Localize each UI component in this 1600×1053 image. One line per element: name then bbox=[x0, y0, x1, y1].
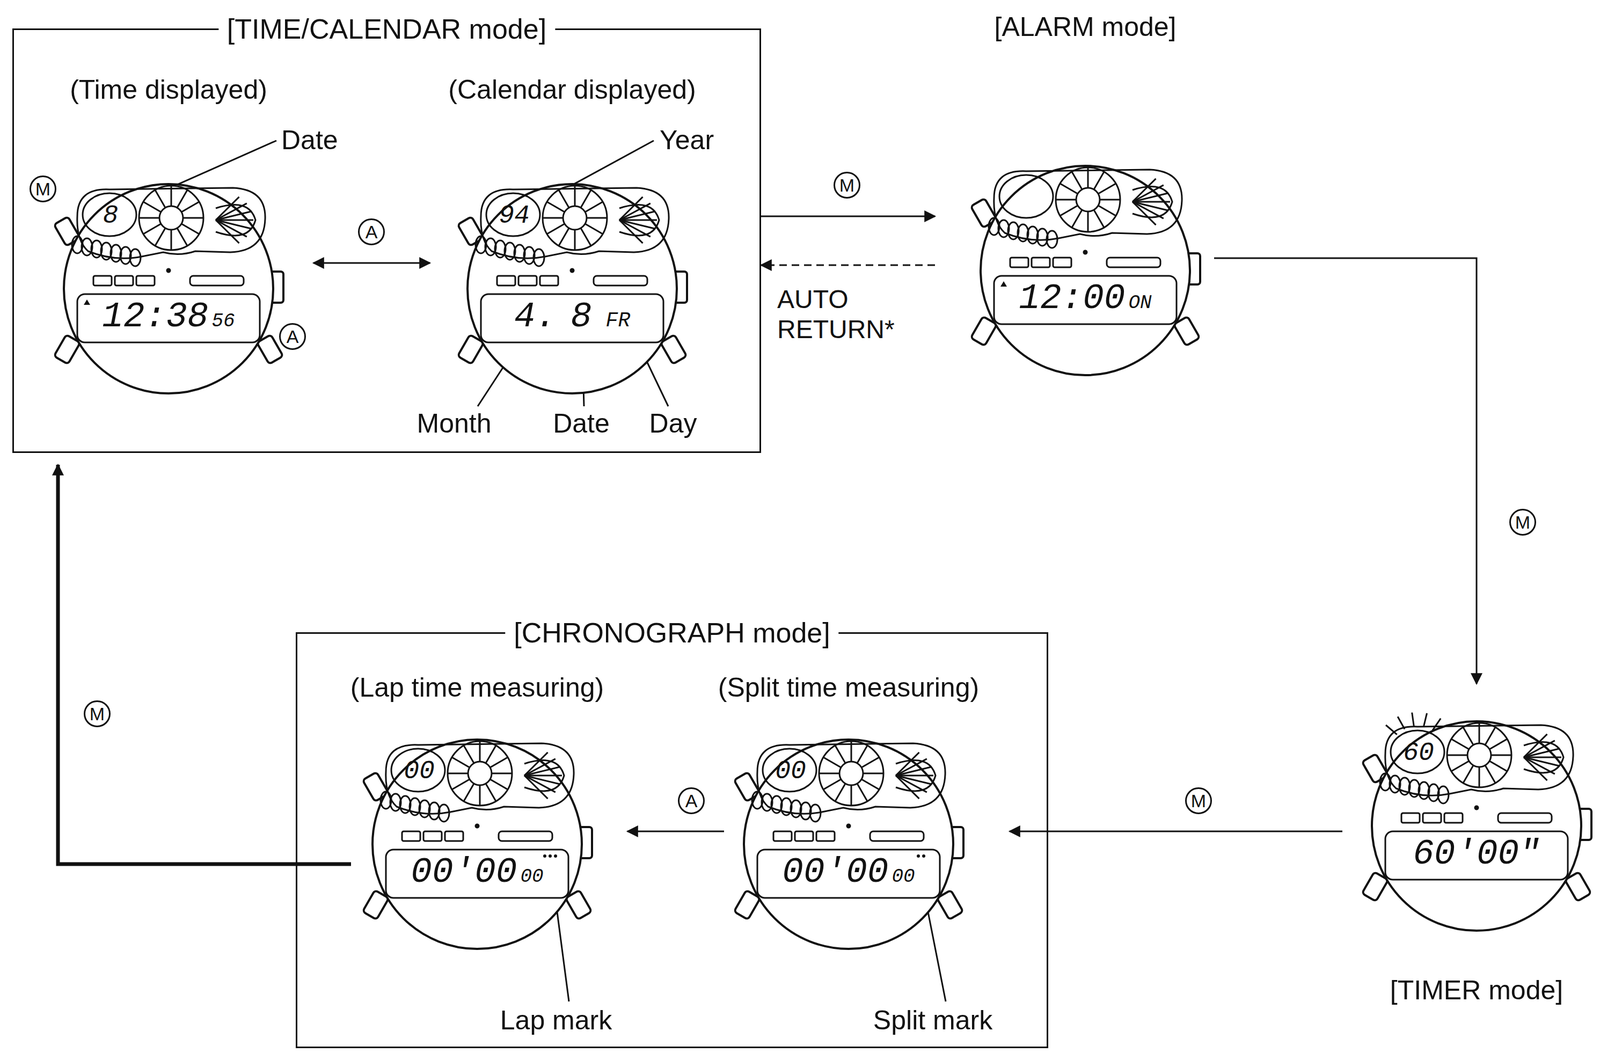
leader-line bbox=[556, 903, 569, 1002]
watch-face: (Lap time measuring)0000'0000 bbox=[364, 731, 590, 957]
upper-digits: 60 bbox=[1391, 736, 1446, 770]
lcd-digits: 00'00 bbox=[410, 855, 517, 891]
display-heading: (Calendar displayed) bbox=[448, 73, 696, 106]
lcd-digits: FR bbox=[605, 310, 631, 332]
display-heading: (Split time measuring) bbox=[718, 671, 980, 704]
button-label: A bbox=[358, 218, 385, 246]
watch-face: 60[TIMER mode]60'00" bbox=[1363, 713, 1590, 939]
upper-digits: 94 bbox=[487, 199, 542, 232]
edge-label: AUTO RETURN* bbox=[777, 284, 912, 345]
upper-digits: 00 bbox=[763, 755, 818, 788]
mode-heading: [TIME/CALENDAR mode] bbox=[218, 11, 555, 47]
mode-arrow bbox=[1009, 830, 1343, 833]
watch-illustration bbox=[972, 157, 1198, 384]
mode-arrow bbox=[313, 262, 430, 265]
mode-arrow bbox=[57, 464, 352, 865]
watch-illustration bbox=[459, 176, 685, 402]
callout-label: Date bbox=[279, 124, 341, 156]
watch-illustration bbox=[55, 176, 282, 402]
button-label: M bbox=[29, 175, 57, 203]
lcd-digits: ON bbox=[1128, 293, 1152, 313]
lcd-digits: 00 bbox=[520, 867, 544, 887]
lcd-digits: 12:38 bbox=[101, 299, 209, 335]
display-heading: (Lap time measuring) bbox=[350, 671, 604, 704]
watch-illustration bbox=[364, 731, 590, 957]
button-label: M bbox=[1509, 508, 1537, 536]
lcd-display: 4. 8 FR bbox=[480, 294, 664, 343]
lcd-display: 00'0000 bbox=[385, 849, 569, 898]
lcd-display: 00'0000 bbox=[757, 849, 940, 898]
callout-label: Split mark bbox=[871, 1004, 995, 1036]
lcd-digits: 60'00" bbox=[1412, 836, 1541, 873]
lcd-digits: 8 bbox=[570, 299, 593, 335]
button-label: A bbox=[677, 787, 705, 815]
watch-face: [ALARM mode]12:00ON bbox=[972, 157, 1198, 384]
button-label: M bbox=[83, 700, 111, 728]
lcd-digits: 4. bbox=[514, 299, 557, 335]
callout-label: Lap mark bbox=[498, 1004, 615, 1036]
watch-illustration bbox=[1363, 713, 1590, 939]
mode-arrow bbox=[1214, 258, 1477, 684]
button-label: M bbox=[833, 171, 861, 199]
watch-face: (Calendar displayed)944.8FR bbox=[459, 176, 685, 402]
mode-arrow bbox=[627, 830, 725, 833]
mode-heading: [CHRONOGRAPH mode] bbox=[505, 615, 839, 650]
button-label: A bbox=[279, 323, 306, 350]
callout-label: Date bbox=[550, 407, 612, 440]
lcd-digits: 12:00 bbox=[1018, 281, 1125, 317]
lcd-display: 12:3856 bbox=[77, 294, 260, 343]
watch-illustration bbox=[735, 731, 962, 957]
upper-digits: 8 bbox=[83, 199, 138, 232]
mode-arrow bbox=[761, 264, 935, 267]
mode-box: [TIME/CALENDAR mode](Time displayed)812:… bbox=[12, 28, 762, 454]
display-heading: [ALARM mode] bbox=[994, 10, 1176, 43]
display-heading: (Time displayed) bbox=[69, 73, 268, 106]
leader-line bbox=[926, 903, 946, 1002]
callout-label: Year bbox=[657, 124, 717, 156]
lcd-digits: 56 bbox=[211, 311, 235, 332]
display-heading: [TIMER mode] bbox=[1390, 974, 1563, 1007]
upper-digits: 00 bbox=[392, 755, 447, 788]
callout-label: Day bbox=[647, 407, 700, 440]
button-label: M bbox=[1185, 787, 1212, 815]
callout-label: Month bbox=[414, 407, 494, 440]
watch-face: (Time displayed)812:3856 bbox=[55, 176, 282, 402]
mode-arrow bbox=[761, 215, 935, 218]
lcd-display: 12:00ON bbox=[994, 275, 1177, 325]
lcd-digits: 00 bbox=[891, 867, 915, 887]
mode-box: [CHRONOGRAPH mode](Lap time measuring)00… bbox=[295, 632, 1049, 1049]
lcd-digits: 00'00 bbox=[782, 855, 889, 891]
watch-face: (Split time measuring)0000'0000 bbox=[735, 731, 962, 957]
lcd-display: 60'00" bbox=[1385, 831, 1568, 880]
